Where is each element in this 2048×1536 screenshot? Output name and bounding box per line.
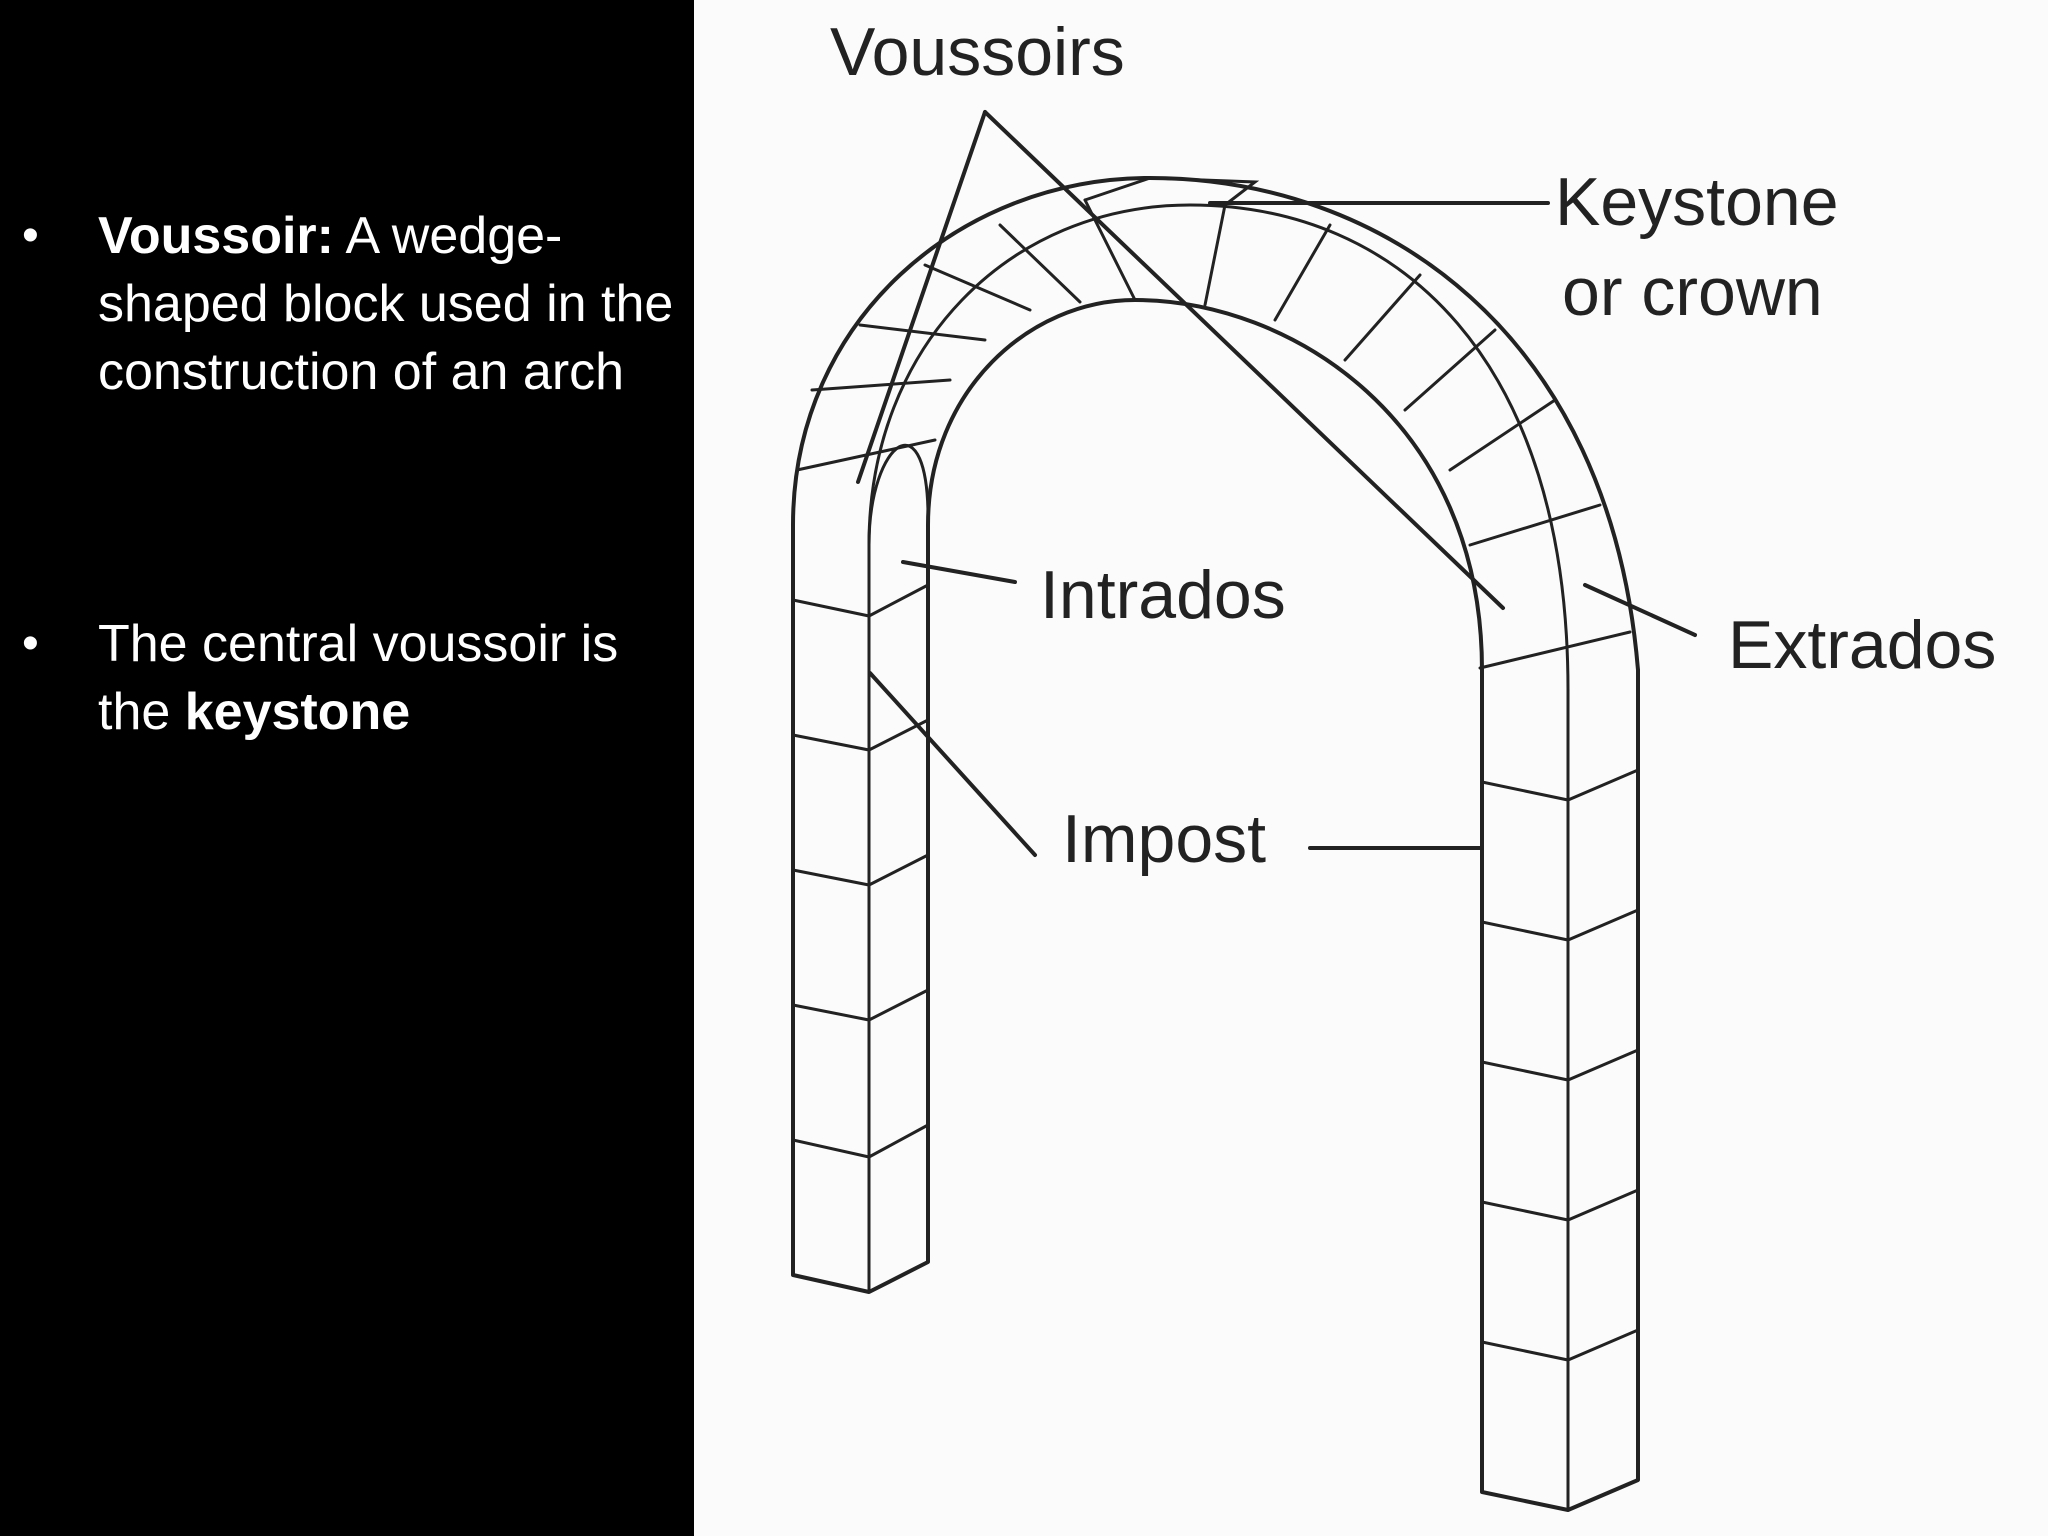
keystone-top — [1083, 176, 1260, 207]
extrados-back-edge — [867, 203, 1570, 692]
arch-diagram: Voussoirs Keystone or crown Intrados Ext… — [694, 0, 2048, 1536]
label-intrados: Intrados — [1040, 557, 1286, 633]
label-impost: Impost — [1062, 801, 1266, 877]
arch-diagram-svg: Voussoirs Keystone or crown Intrados Ext… — [694, 0, 2048, 1536]
label-or-crown: or crown — [1562, 254, 1823, 330]
voussoir-definition: A wedge-shaped block used in the constru… — [98, 207, 674, 401]
bullet-dot: • — [22, 209, 39, 262]
bullet-voussoir-text: Voussoir: A wedge-shaped block used in t… — [98, 202, 678, 406]
label-keystone: Keystone — [1555, 164, 1839, 240]
bullet-dot: • — [22, 617, 39, 670]
label-extrados: Extrados — [1728, 607, 1996, 683]
term-voussoir: Voussoir: — [98, 207, 334, 265]
keystone-sentence: The central voussoir is the — [98, 615, 619, 741]
bullet-keystone-text: The central voussoir is the keystone — [98, 610, 678, 746]
text-panel: • Voussoir: A wedge-shaped block used in… — [0, 0, 694, 1536]
term-keystone: keystone — [184, 683, 411, 741]
leader-lines — [856, 110, 1697, 857]
left-pier — [791, 523, 930, 1294]
intrados-curve — [926, 298, 1484, 672]
label-voussoirs: Voussoirs — [830, 14, 1125, 90]
right-pier — [1480, 668, 1640, 1512]
